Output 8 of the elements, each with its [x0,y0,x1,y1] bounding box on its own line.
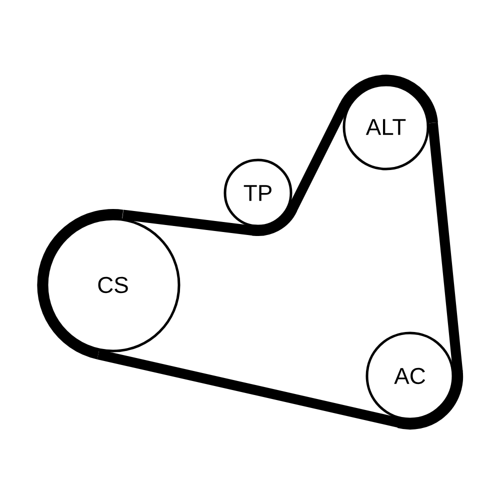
pulley: TP [224,158,292,228]
pulley: AC [366,332,454,420]
belt [122,210,254,236]
pulley: ALT [342,84,430,170]
belt [288,103,349,212]
belt [97,350,402,428]
pulley: CS [46,218,180,352]
belt [428,122,463,372]
